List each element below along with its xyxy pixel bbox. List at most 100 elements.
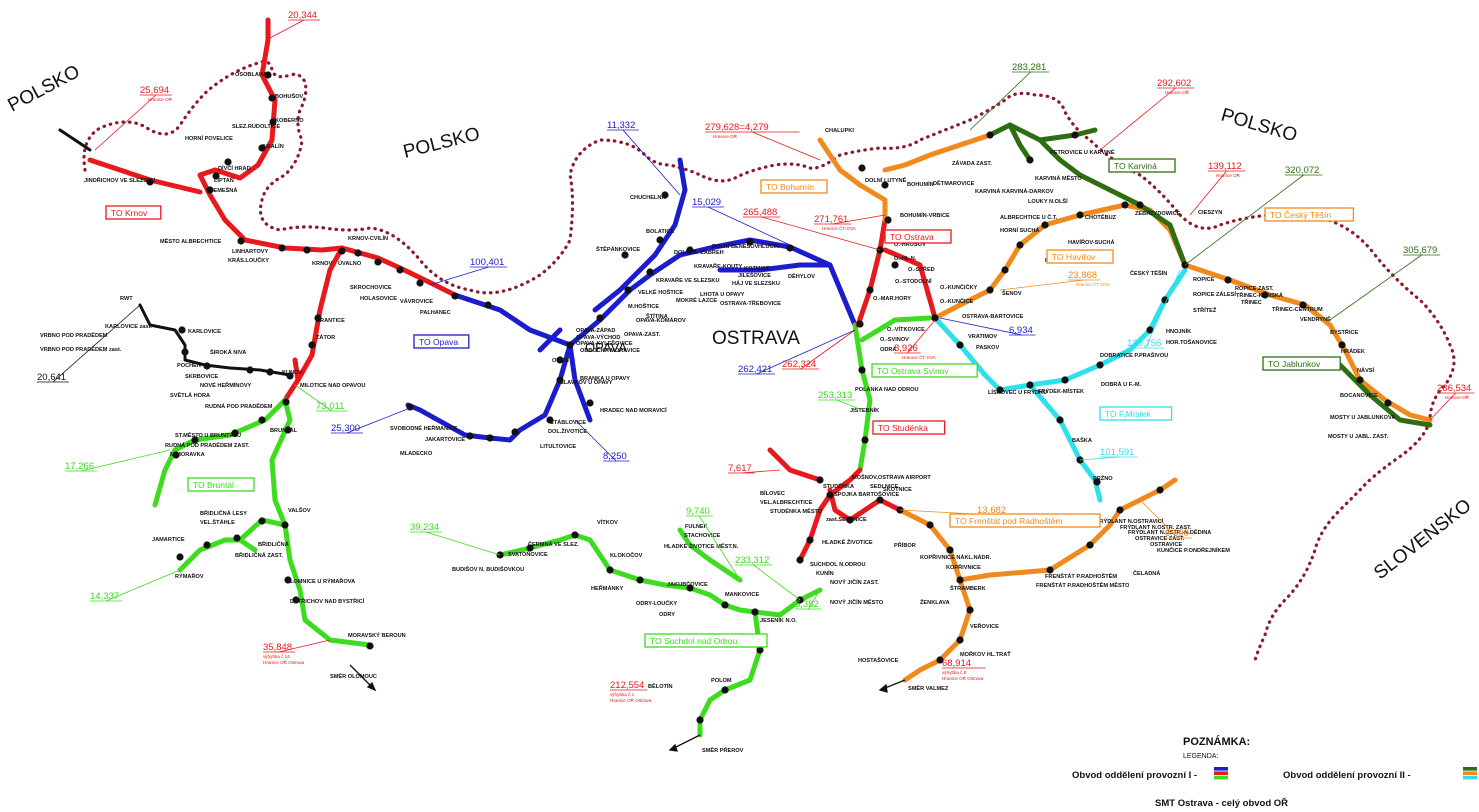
km-marker-value: 17,266 <box>65 461 94 472</box>
legend-row-3: SMT Ostrava - celý obvod OŘ <box>1155 797 1288 809</box>
station-dot <box>1096 361 1104 369</box>
legend: POZNÁMKA: LEGENDA: Obvod oddělení provoz… <box>1072 735 1477 809</box>
station-dot <box>1224 276 1232 284</box>
area-box-label: TO Jablunkov <box>1268 359 1321 369</box>
station-label: SEDLNICE <box>870 484 899 490</box>
station-dot <box>1086 541 1094 549</box>
km-marker-note: Hranice OŘ Ostrava <box>610 696 652 703</box>
station-label: TŘEMEŠNÁ <box>206 186 237 194</box>
station-dot <box>1056 416 1064 424</box>
area-box: TO F.Místek <box>1099 406 1173 421</box>
station-label: SKOTNICE <box>883 487 912 493</box>
km-leader-line <box>756 329 856 375</box>
station-label: KARVINÁ <box>975 188 1000 195</box>
km-leader-line <box>832 214 886 225</box>
km-marker-value: 8,926 <box>894 343 918 354</box>
area-box-border <box>949 513 1101 528</box>
station-label: VEL.ALBRECHTICE <box>760 500 813 506</box>
station-label: KRÁS.LOUČKY <box>228 257 269 264</box>
station-label: BOHUMÍN-VRBICE <box>900 211 950 219</box>
station-label: HLADKÉ ŽIVOTICE MĚST.N. <box>664 542 739 550</box>
station-dot <box>1299 301 1307 309</box>
station-dot <box>606 566 614 574</box>
station-label: BOCANOVICE <box>1340 393 1378 399</box>
km-leader-line <box>1079 456 1119 461</box>
station-dot <box>586 399 594 407</box>
station-label: TŘINEC-CENTRUM <box>1272 305 1323 313</box>
station-label: BŘIDLIČNÁ <box>258 540 289 548</box>
station-dot <box>966 606 974 614</box>
station-label: VEL.ŠTÁHLE <box>200 518 235 526</box>
km-marker-note: Hranice ČT-OVA <box>1076 281 1111 287</box>
km-marker-note: Hranice ČT-OVA <box>902 354 937 360</box>
area-box-border <box>1099 406 1173 421</box>
km-marker-value: 6,934 <box>1009 325 1033 336</box>
station-label: KLOKOČOV <box>610 552 643 559</box>
station-label: AMALÍN <box>262 142 284 150</box>
station-label: JISTEBNÍK <box>850 406 879 414</box>
station-dot <box>284 576 292 584</box>
station-dot <box>858 164 866 172</box>
station-dot <box>1356 376 1364 384</box>
area-box: TO Český Těšín <box>1264 207 1355 222</box>
km-marker-note: Hranice OŘ Ostrava <box>942 674 984 681</box>
km-leader-line <box>574 419 617 462</box>
area-box-label: TO Český Těšín <box>1270 210 1331 220</box>
km-marker-note: Hranice OŘ <box>148 95 173 102</box>
station-label: DOLNÍ BENEŠOV <box>712 242 759 250</box>
km-leader-line <box>753 564 801 601</box>
station-dot <box>1136 201 1144 209</box>
km-leader-line <box>800 329 856 370</box>
direction-valmez: SMĚR VALMEZ <box>908 684 949 692</box>
station-dot <box>486 434 494 442</box>
station-dot <box>172 451 180 459</box>
station-label: ČERMNÁ VE SLEZ. <box>528 541 579 548</box>
station-label: MOSTY U JABLUNKOVA <box>1330 415 1395 421</box>
station-label: POLOM <box>711 678 732 684</box>
km-leader-line <box>278 639 331 653</box>
station-label: DÍVČÍ HRAD <box>218 164 251 172</box>
station-dot <box>746 238 754 246</box>
direction-prerov: SMĚR PŘEROV <box>702 746 744 754</box>
station-dot <box>181 348 189 356</box>
station-dot <box>884 216 892 224</box>
station-label: VRATIMOV <box>968 334 997 340</box>
station-dot <box>816 476 824 484</box>
station-dot <box>416 279 424 287</box>
station-dot <box>546 416 554 424</box>
station-dot <box>203 541 211 549</box>
station-dot <box>1261 291 1269 299</box>
station-label: DOL.ŽIVOTICE <box>548 427 587 435</box>
station-label: BOHUMÍN <box>907 180 934 188</box>
station-dot <box>858 366 866 374</box>
area-box: TO Jablunkov <box>1262 356 1341 371</box>
station-label: DĚTŘICHOV NAD BYSTŘICÍ <box>290 597 365 605</box>
station-label: MLADECKO <box>400 451 433 457</box>
station-dot <box>846 516 854 524</box>
station-label: FRÝDLANT N.OSTR. ZAST. <box>1120 524 1192 531</box>
station-label: VEŘOVICE <box>970 622 999 630</box>
station-dot <box>406 403 414 411</box>
station-dot <box>366 642 374 650</box>
station-label: POLANKA NAD ODROU <box>855 387 919 393</box>
km-marker-value: 68,914 <box>942 658 971 669</box>
city-label-opava: OPAVA <box>585 340 627 355</box>
station-label: STUDÉNKA <box>823 482 854 490</box>
km-leader-line <box>105 569 181 602</box>
station-dot <box>314 314 322 322</box>
station-label: HNOJNÍK <box>1166 327 1191 335</box>
station-label: SKROCHOVICE <box>350 285 392 291</box>
station-dot <box>1384 399 1392 407</box>
station-dot <box>1156 486 1164 494</box>
station-label: HORNÍ SUCHÁ <box>1000 226 1039 234</box>
km-leader-line <box>807 589 821 610</box>
km-marker-note: Hranice ČT-OVA <box>822 225 857 231</box>
station-label: VRBNO POD PRADĚDEM zast. <box>40 345 122 353</box>
station-label: ÚVALNO <box>338 260 362 267</box>
km-leader-line <box>52 304 141 383</box>
station-dot <box>1146 326 1154 334</box>
station-dot <box>956 341 964 349</box>
legend-heading: POZNÁMKA: <box>1183 735 1250 748</box>
